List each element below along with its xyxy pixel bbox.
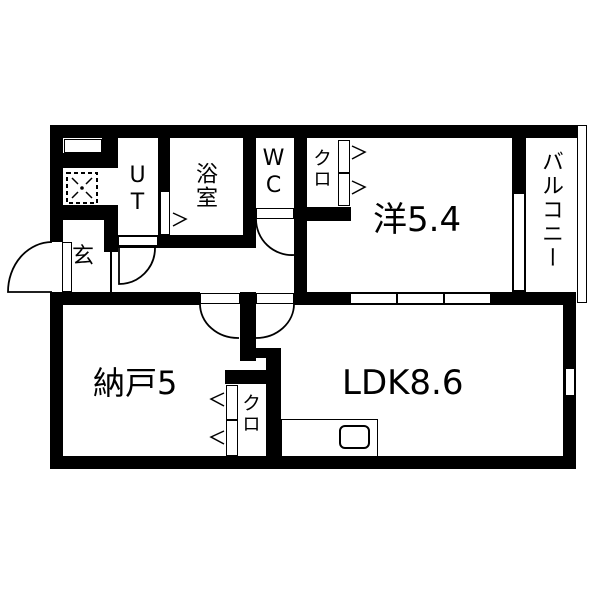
bath-door [160,191,170,235]
wall-mid-left [50,292,200,305]
entrance-step [62,242,72,292]
room-label-balcony: バルコニー [538,150,563,270]
ldk-window-1 [350,293,397,304]
wall-ut-shelf-bottom [63,153,118,168]
closet-arrow-icon [351,180,367,195]
closet-arrow-icon [209,430,225,445]
washer-space-icon [66,172,98,204]
room-label-storage: 納戸5 [93,364,178,402]
shelf [64,139,102,153]
storage-door-frame [200,293,240,304]
wall-closet-top [225,370,281,384]
ut-door-frame [118,236,158,246]
outer-wall-top [50,125,577,138]
room-label-closet-western: クロ [310,148,332,190]
kitchen-sink [339,425,370,449]
outer-wall-left-lower [50,292,63,468]
ldk-window-2 [397,293,444,304]
room-label-wc: WC [261,146,286,200]
wall-ut-left-bottom [104,205,118,252]
room-label-ldk: LDK8.6 [342,363,464,403]
closet-storage-door-2 [226,420,238,456]
wall-storage-ldk [240,305,256,361]
wc-door-frame [256,208,294,219]
room-label-ut: UT [125,163,150,217]
ut-door-swing [118,246,156,285]
room-label-closet-storage: クロ [239,393,261,435]
closet-storage-door-1 [226,385,238,420]
ldk-window-3 [444,293,491,304]
wall-mid-center [240,292,256,305]
bath-door-arrow-icon [172,212,188,227]
closet-arrow-icon [351,145,367,160]
room-label-bath: 浴室 [192,162,217,210]
entrance-floor-line [110,246,112,292]
wall-wc-right [294,138,307,300]
balcony-window [513,193,525,291]
closet-door-2 [338,173,350,206]
balcony-railing [577,125,587,303]
wall-bath-wc [243,138,256,248]
ldk-door-frame [256,293,294,304]
wall-closet-bottom [307,207,351,221]
entrance-door-swing [7,241,53,293]
wc-door-swing [255,218,295,256]
storage-door-swing [199,303,295,339]
outer-wall-bottom [50,456,575,469]
outer-wall-left-upper [50,125,63,242]
room-label-western: 洋5.4 [373,200,462,240]
wall-closet-right [266,348,281,468]
ldk-window [565,368,575,396]
closet-door-1 [338,140,350,173]
wall-closet-cap [240,348,281,358]
room-label-entrance: 玄 [72,244,95,269]
closet-arrow-icon [209,392,225,407]
